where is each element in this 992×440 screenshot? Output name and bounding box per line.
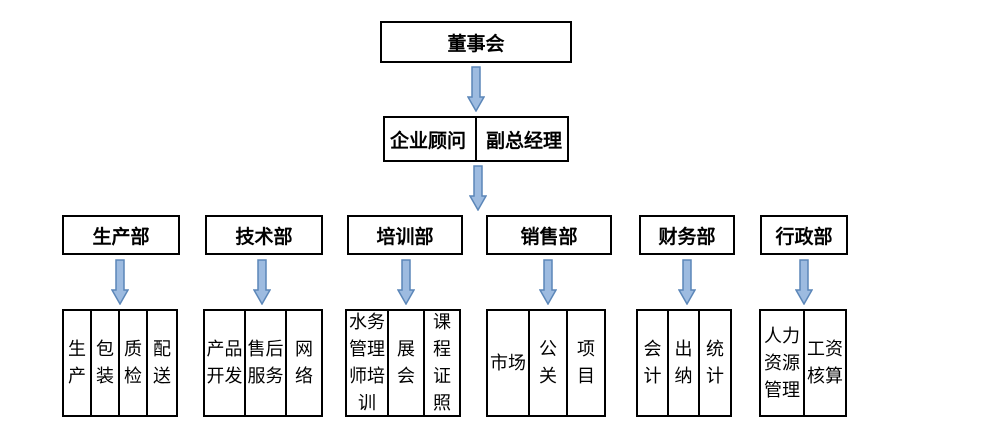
subunit-label: 售后服务 — [247, 339, 284, 387]
subunit-label: 公关 — [539, 339, 557, 387]
department-arrow — [539, 259, 557, 305]
department-arrow — [795, 259, 813, 305]
executive-advisor: 企业顾问 — [390, 129, 467, 152]
subunit-label: 会计 — [643, 339, 662, 387]
arrow-board-to-exec — [467, 66, 485, 112]
department-box: 财务部 — [639, 215, 735, 255]
subunit-cell: 网络 — [287, 311, 321, 415]
subunit-group: 生产包装质检配送 — [62, 309, 178, 417]
subunit-cell: 产品开发 — [205, 311, 246, 415]
subunit-cell: 统计 — [700, 311, 730, 415]
subunit-cell: 公关 — [530, 311, 568, 415]
subunit-cell: 展会 — [389, 311, 425, 415]
department-label: 销售部 — [520, 225, 578, 248]
subunit-cell: 售后服务 — [246, 311, 287, 415]
department-arrow — [111, 259, 129, 305]
subunit-cell: 生产 — [64, 311, 92, 415]
subunit-cell: 市场 — [488, 311, 530, 415]
subunit-cell: 人力资源管理 — [761, 311, 805, 415]
subunit-cell: 质检 — [120, 311, 148, 415]
department-label: 生产部 — [92, 225, 150, 248]
subunit-group: 会计出纳统计 — [636, 309, 732, 417]
subunit-cell: 出纳 — [669, 311, 700, 415]
department-label: 培训部 — [376, 225, 434, 248]
subunit-label: 项目 — [577, 339, 595, 387]
subunit-label: 课程证照 — [433, 312, 451, 414]
subunit-cell: 会计 — [638, 311, 669, 415]
arrow-exec-to-depts — [469, 165, 487, 211]
department-arrow — [397, 259, 415, 305]
subunit-label: 水务管理师培训 — [349, 312, 385, 414]
subunit-cell: 工资核算 — [805, 311, 845, 415]
subunit-label: 质检 — [124, 339, 142, 387]
subunit-label: 工资核算 — [807, 339, 843, 387]
department-label: 技术部 — [235, 225, 293, 248]
subunit-cell: 包装 — [92, 311, 120, 415]
subunit-cell: 项目 — [568, 311, 604, 415]
department-box: 生产部 — [62, 215, 180, 255]
department-box: 销售部 — [486, 215, 612, 255]
department-box: 培训部 — [347, 215, 463, 255]
department-label: 行政部 — [775, 225, 833, 248]
subunit-label: 统计 — [706, 339, 724, 387]
subunit-cell: 水务管理师培训 — [347, 311, 389, 415]
executive-vice-gm: 副总经理 — [485, 129, 562, 152]
department-box: 技术部 — [205, 215, 323, 255]
subunit-label: 网络 — [295, 339, 313, 387]
department-box: 行政部 — [760, 215, 848, 255]
department-arrow — [678, 259, 696, 305]
subunit-group: 市场公关项目 — [486, 309, 606, 417]
subunit-group: 人力资源管理工资核算 — [759, 309, 847, 417]
board-label: 董事会 — [447, 32, 505, 55]
department-arrow — [253, 259, 271, 305]
subunit-cell: 配送 — [148, 311, 176, 415]
subunit-label: 展会 — [397, 339, 415, 387]
subunit-label: 产品开发 — [206, 339, 243, 387]
subunit-cell: 课程证照 — [425, 311, 459, 415]
board-box: 董事会 — [380, 21, 572, 63]
subunit-label: 包装 — [96, 339, 114, 387]
subunit-label: 市场 — [490, 352, 526, 374]
subunit-label: 出纳 — [674, 339, 693, 387]
subunit-group: 产品开发售后服务网络 — [203, 309, 323, 417]
subunit-label: 配送 — [153, 339, 171, 387]
subunit-group: 水务管理师培训展会课程证照 — [345, 309, 461, 417]
subunit-label: 人力资源管理 — [764, 325, 800, 401]
department-label: 财务部 — [658, 225, 716, 248]
executive-divider — [475, 116, 477, 162]
subunit-label: 生产 — [68, 339, 86, 387]
